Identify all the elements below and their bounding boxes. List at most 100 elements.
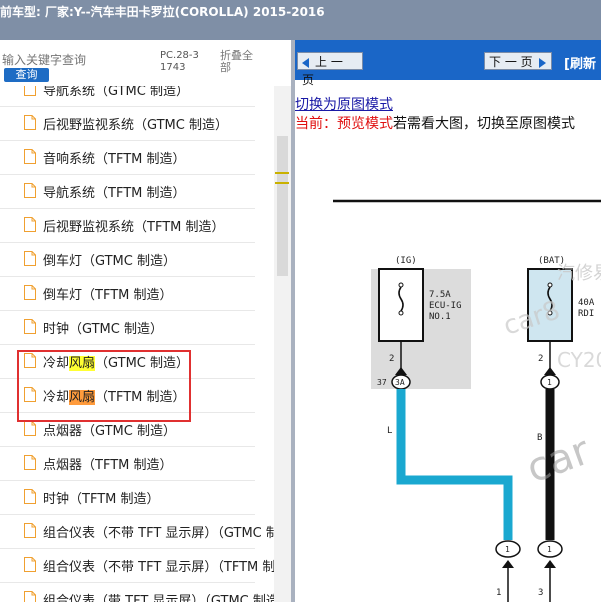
tree-item-label: 导航系统（GTMC 制造） [43,86,189,99]
fuse2-top-terminal [547,282,553,288]
fuse1-rating: 7.5A [429,290,451,300]
tree-item[interactable]: 冷却风扇（TFTM 制造） [0,378,255,413]
document-icon [24,86,36,96]
tree-item[interactable]: 冷却风扇（GTMC 制造） [0,344,255,379]
fuse2-bottom-terminal [547,310,553,316]
search-row: 查询 PC.28-31743 折叠全部 [0,40,291,86]
search-highlight: 风扇 [69,356,96,371]
tree-scrollbar[interactable] [274,86,291,602]
document-icon [24,115,36,130]
fuse1-name: (IG) [395,256,417,266]
wire1-color-label: L [387,426,392,436]
fuse2-label: RDI [578,309,594,319]
junction2-arrow-icon [544,560,556,568]
next-page-button[interactable]: 下 一 页 [484,52,552,70]
tree-item-label: 点烟器（TFTM 制造） [43,458,173,473]
tree-item[interactable]: 组合仪表（不带 TFT 显示屏）（GTMC 制 [0,514,274,549]
panel-splitter[interactable] [291,40,295,602]
refresh-link[interactable]: [刷新 [564,57,596,72]
fuse1-connector-label: 3A [395,378,405,387]
document-tree: 导航系统（GTMC 制造） 后视野监视系统（GTMC 制造） 音响系统（TFTM 制… [0,86,274,602]
fuse2-rating: 40A [578,298,595,308]
title-bar: 前车型: 厂家:Y--汽车丰田卡罗拉(COROLLA) 2015-2016 [0,0,601,40]
fuse1-top-terminal [398,282,404,288]
fuse1-symbol-icon [398,286,404,312]
tree-item-label: 组合仪表（不带 TFT 显示屏）（GTMC 制 [43,526,274,541]
document-icon [24,557,36,572]
document-icon [24,251,36,266]
tree-scroll-thumb[interactable] [277,136,288,276]
document-icon [24,319,36,334]
splitter-grip-icon[interactable] [275,172,289,184]
document-icon [24,387,36,402]
tree-item[interactable]: 导航系统（GTMC 制造） [0,86,255,107]
tree-item-label: 组合仪表（不带 TFT 显示屏）（TFTM 制 [43,560,274,575]
document-icon [24,523,36,538]
tree-item-label: 导航系统（TFTM 制造） [43,186,186,201]
prev-page-label: 上 一 页 [302,55,343,87]
collapse-all-button[interactable]: 折叠全部 [220,49,253,74]
wire2-color-label: B [537,433,542,443]
tree-item[interactable]: 时钟（TFTM 制造） [0,480,255,515]
mode-notice: 当前：预览模式若需看大图，切换至原图模式 [295,113,575,133]
tree-item[interactable]: 后视野监视系统（TFTM 制造） [0,208,255,243]
fuse1-pin: 2 [389,354,394,364]
tree-item-label: 点烟器（GTMC 制造） [43,424,176,439]
tree-item-label: 倒车灯（GTMC 制造） [43,254,176,269]
next-page-label: 下 一 页 [489,55,533,69]
fuse2-symbol-icon [547,286,553,312]
tree-item-label-pre: 冷却 [43,356,70,371]
tree-item[interactable]: 点烟器（GTMC 制造） [0,412,255,447]
document-icon [24,353,36,368]
tree-item[interactable]: 组合仪表（不带 TFT 显示屏）（TFTM 制 [0,548,274,583]
tree-item-label-post: （GTMC 制造） [95,356,190,371]
mode-notice-hint: 若需看大图，切换至原图模式 [393,116,575,132]
tree-item-label-pre: 冷却 [43,390,70,405]
blue-wire [396,389,513,540]
document-icon [24,455,36,470]
junction1 [495,540,521,558]
fuse1-label1: ECU-IG [429,301,462,311]
mode-notice-current: 当前：预览模式 [295,116,393,132]
watermark-3: CY20 [557,348,601,372]
tree-item-label: 冷却风扇（GTMC 制造） [43,352,189,371]
tree-item-label: 倒车灯（TFTM 制造） [43,288,173,303]
arrow-left-icon [302,57,309,68]
tree-item[interactable]: 组合仪表（带 TFT 显示屏）（GTMC 制造 [0,582,274,602]
pc-label: PC.28-31743 [160,50,199,73]
tree-item[interactable]: 倒车灯（GTMC 制造） [0,242,255,277]
tree-item[interactable]: 导航系统（TFTM 制造） [0,174,255,209]
junction2-label: 1 [547,545,552,554]
arrow-right-icon [538,57,546,68]
junction2 [537,540,563,558]
tree-item[interactable]: 音响系统（TFTM 制造） [0,140,255,175]
junction1-label: 1 [505,545,510,554]
fuse1-bottom-terminal [398,310,404,316]
fuse1-connector-pin: 37 [377,378,387,387]
fuse2-pin: 2 [538,354,543,364]
search-button[interactable]: 查询 [4,68,49,82]
watermark-4: car [521,427,596,492]
document-icon [24,183,36,198]
search-highlight: 风扇 [69,390,96,405]
viewer-toolbar: 上 一 页 下 一 页 [刷新 [295,40,601,87]
prev-page-button[interactable]: 上 一 页 [297,52,363,87]
document-icon [24,591,36,602]
switch-original-mode-link[interactable]: 切换为原图模式 [295,97,393,113]
vehicle-title: 前车型: 厂家:Y--汽车丰田卡罗拉(COROLLA) 2015-2016 [0,5,325,19]
document-icon [24,285,36,300]
right-panel: 上 一 页 下 一 页 [刷新 切换为原图模式 当前：预览模式若需看大图，切换至… [295,40,601,602]
tree-item-label-post: （TFTM 制造） [95,390,186,405]
tree-item[interactable]: 时钟（GTMC 制造） [0,310,255,345]
document-icon [24,489,36,504]
tree-item[interactable]: 倒车灯（TFTM 制造） [0,276,255,311]
tree-item[interactable]: 点烟器（TFTM 制造） [0,446,255,481]
tree-item-label: 组合仪表（带 TFT 显示屏）（GTMC 制造 [43,594,274,602]
fuse2-connector-label: 1 [547,378,552,387]
tree-item-label: 后视野监视系统（TFTM 制造） [43,220,225,235]
search-input[interactable] [2,53,152,67]
tree-item-label: 后视野监视系统（GTMC 制造） [43,118,228,133]
tree-item[interactable]: 后视野监视系统（GTMC 制造） [0,106,255,141]
fuse2-name: (BAT) [538,256,565,266]
tree-item-label: 冷却风扇（TFTM 制造） [43,386,186,405]
